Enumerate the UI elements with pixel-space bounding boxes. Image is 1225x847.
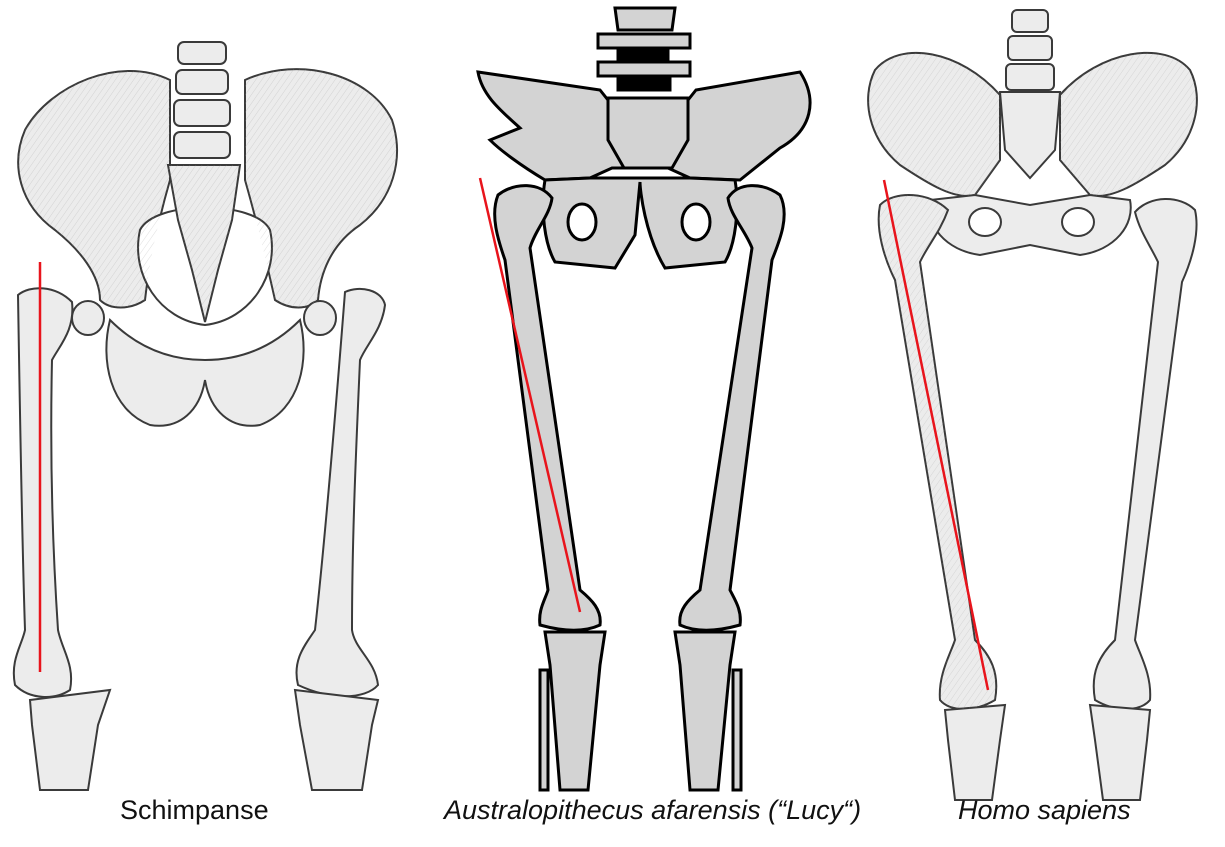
lucy-right-tibia (675, 632, 735, 790)
homo-pubis (929, 195, 1131, 255)
homo-vertebra-2 (1008, 36, 1052, 60)
homo-femur-axis-line (884, 180, 988, 690)
homo-right-tibia (1090, 705, 1150, 800)
chimp-vertebra-3 (174, 100, 230, 126)
chimp-left-femur (14, 288, 73, 697)
chimp-vertebra-4 (174, 132, 230, 158)
homo-left-tibia (945, 705, 1005, 800)
lucy-left-fibula (540, 670, 548, 790)
homo-right-obturator (1062, 208, 1094, 236)
chimp-right-femoral-head (304, 301, 336, 335)
homo-right-femur (1094, 199, 1197, 709)
lucy-vertebra-3 (598, 62, 690, 76)
lucy-left-tibia (545, 632, 605, 790)
chimp-vertebra-1 (178, 42, 226, 64)
caption-australopithecus: Australopithecus afarensis (“Lucy“) (444, 795, 861, 826)
lucy-vertebra-1 (615, 8, 675, 30)
chimp-left-tibia (30, 690, 110, 790)
lucy-right-fibula (733, 670, 741, 790)
chimp-right-femur (296, 289, 385, 696)
lucy-disc-2 (618, 78, 670, 90)
lucy-sacrum (608, 98, 688, 168)
chimp-vertebra-2 (176, 70, 228, 94)
lucy-left-obturator (568, 204, 596, 240)
chimp-right-tibia (295, 690, 378, 790)
lucy-skeleton (478, 8, 810, 790)
homo-vertebra-1 (1012, 10, 1048, 32)
homo-left-obturator (969, 208, 1001, 236)
caption-homo-sapiens: Homo sapiens (958, 795, 1131, 826)
lucy-disc-1 (618, 48, 668, 60)
chimp-pubis (106, 320, 303, 426)
homo-sapiens-skeleton (868, 10, 1197, 800)
lucy-right-obturator (682, 204, 710, 240)
homo-sacrum (1000, 92, 1060, 178)
chimp-left-femoral-head (72, 301, 104, 335)
caption-chimpanzee: Schimpanse (120, 795, 269, 826)
lucy-vertebra-2 (598, 34, 690, 48)
homo-vertebra-3 (1006, 64, 1054, 90)
chimpanzee-skeleton (14, 42, 397, 790)
